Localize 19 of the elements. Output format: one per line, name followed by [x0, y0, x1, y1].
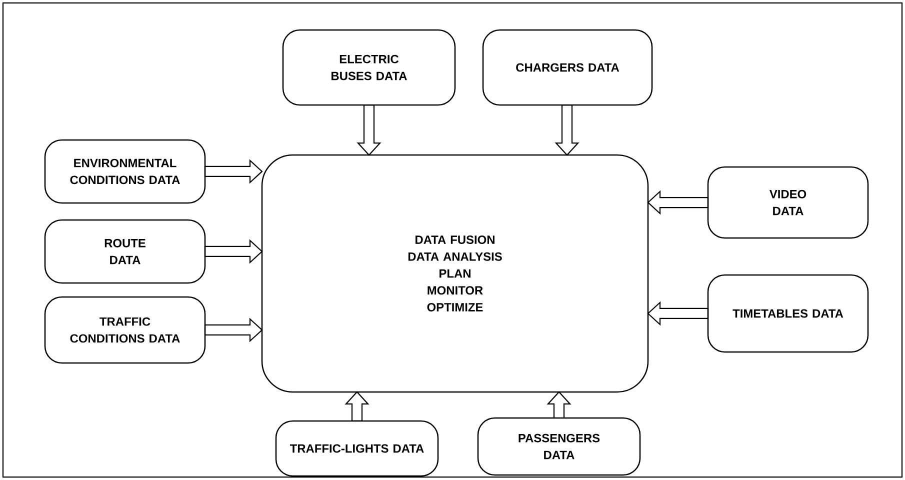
block-arrow [554, 104, 580, 156]
process-box: DATA FUSION DATA ANALYSIS PLAN MONITOR OPTIMIZE [261, 154, 649, 393]
data-box: ROUTE DATA [44, 219, 206, 284]
data-box: TRAFFIC CONDITIONS DATA [44, 296, 206, 364]
block-arrow [204, 239, 263, 264]
data-box: VIDEO DATA [707, 166, 869, 239]
block-arrow [344, 391, 370, 422]
data-box: ELECTRIC BUSES DATA [282, 29, 456, 106]
data-box: CHARGERS DATA [482, 29, 653, 106]
block-arrow [204, 318, 263, 342]
block-arrow [356, 104, 382, 156]
block-arrow [647, 301, 709, 326]
data-box: TRAFFIC-LIGHTS DATA [275, 420, 439, 477]
data-box: ENVIRONMENTAL CONDITIONS DATA [44, 139, 206, 204]
block-arrow [204, 159, 263, 184]
block-arrow [546, 391, 572, 419]
block-arrow [647, 190, 709, 215]
data-box: TIMETABLES DATA [707, 274, 869, 353]
data-box: PASSENGERS DATA [477, 417, 641, 476]
